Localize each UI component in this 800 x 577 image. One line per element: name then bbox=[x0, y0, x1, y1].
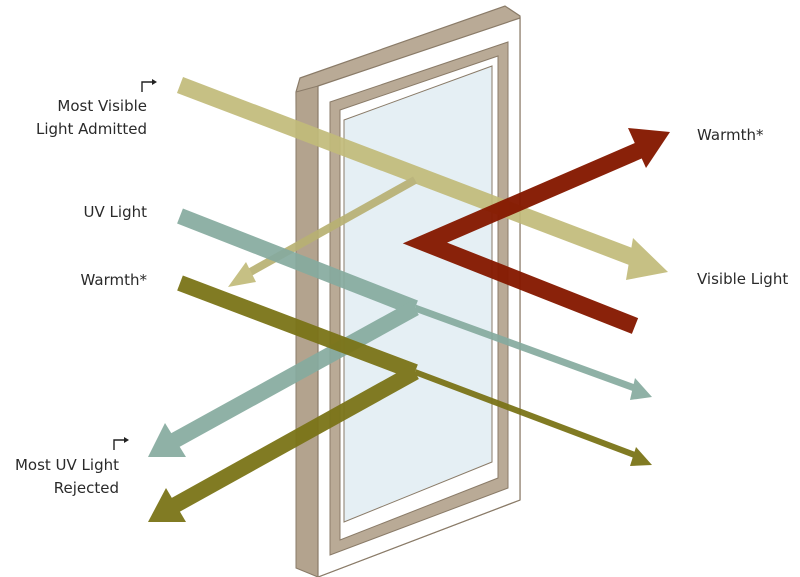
bent-arrow-icon bbox=[113, 439, 124, 450]
label-most-uv-light: Most UV Light bbox=[15, 456, 119, 474]
label-light-admitted: Light Admitted bbox=[36, 120, 147, 138]
label-warmth-right: Warmth* bbox=[697, 126, 764, 144]
warmth-red-arrow bbox=[402, 128, 670, 334]
window-glass bbox=[343, 65, 493, 523]
bent-arrow-icon bbox=[141, 81, 152, 92]
label-most-visible-light: Most Visible bbox=[57, 97, 147, 115]
warmth-olive-arrow bbox=[148, 275, 652, 522]
label-warmth-left: Warmth* bbox=[81, 271, 148, 289]
window bbox=[295, 5, 521, 577]
label-uv-light: UV Light bbox=[84, 203, 148, 221]
uv-light-arrow bbox=[148, 208, 652, 457]
label-visible-light: Visible Light bbox=[697, 270, 788, 288]
bent-arrow-head-icon bbox=[152, 79, 157, 85]
bent-arrow-head-icon bbox=[124, 437, 129, 443]
label-rejected: Rejected bbox=[54, 479, 119, 497]
